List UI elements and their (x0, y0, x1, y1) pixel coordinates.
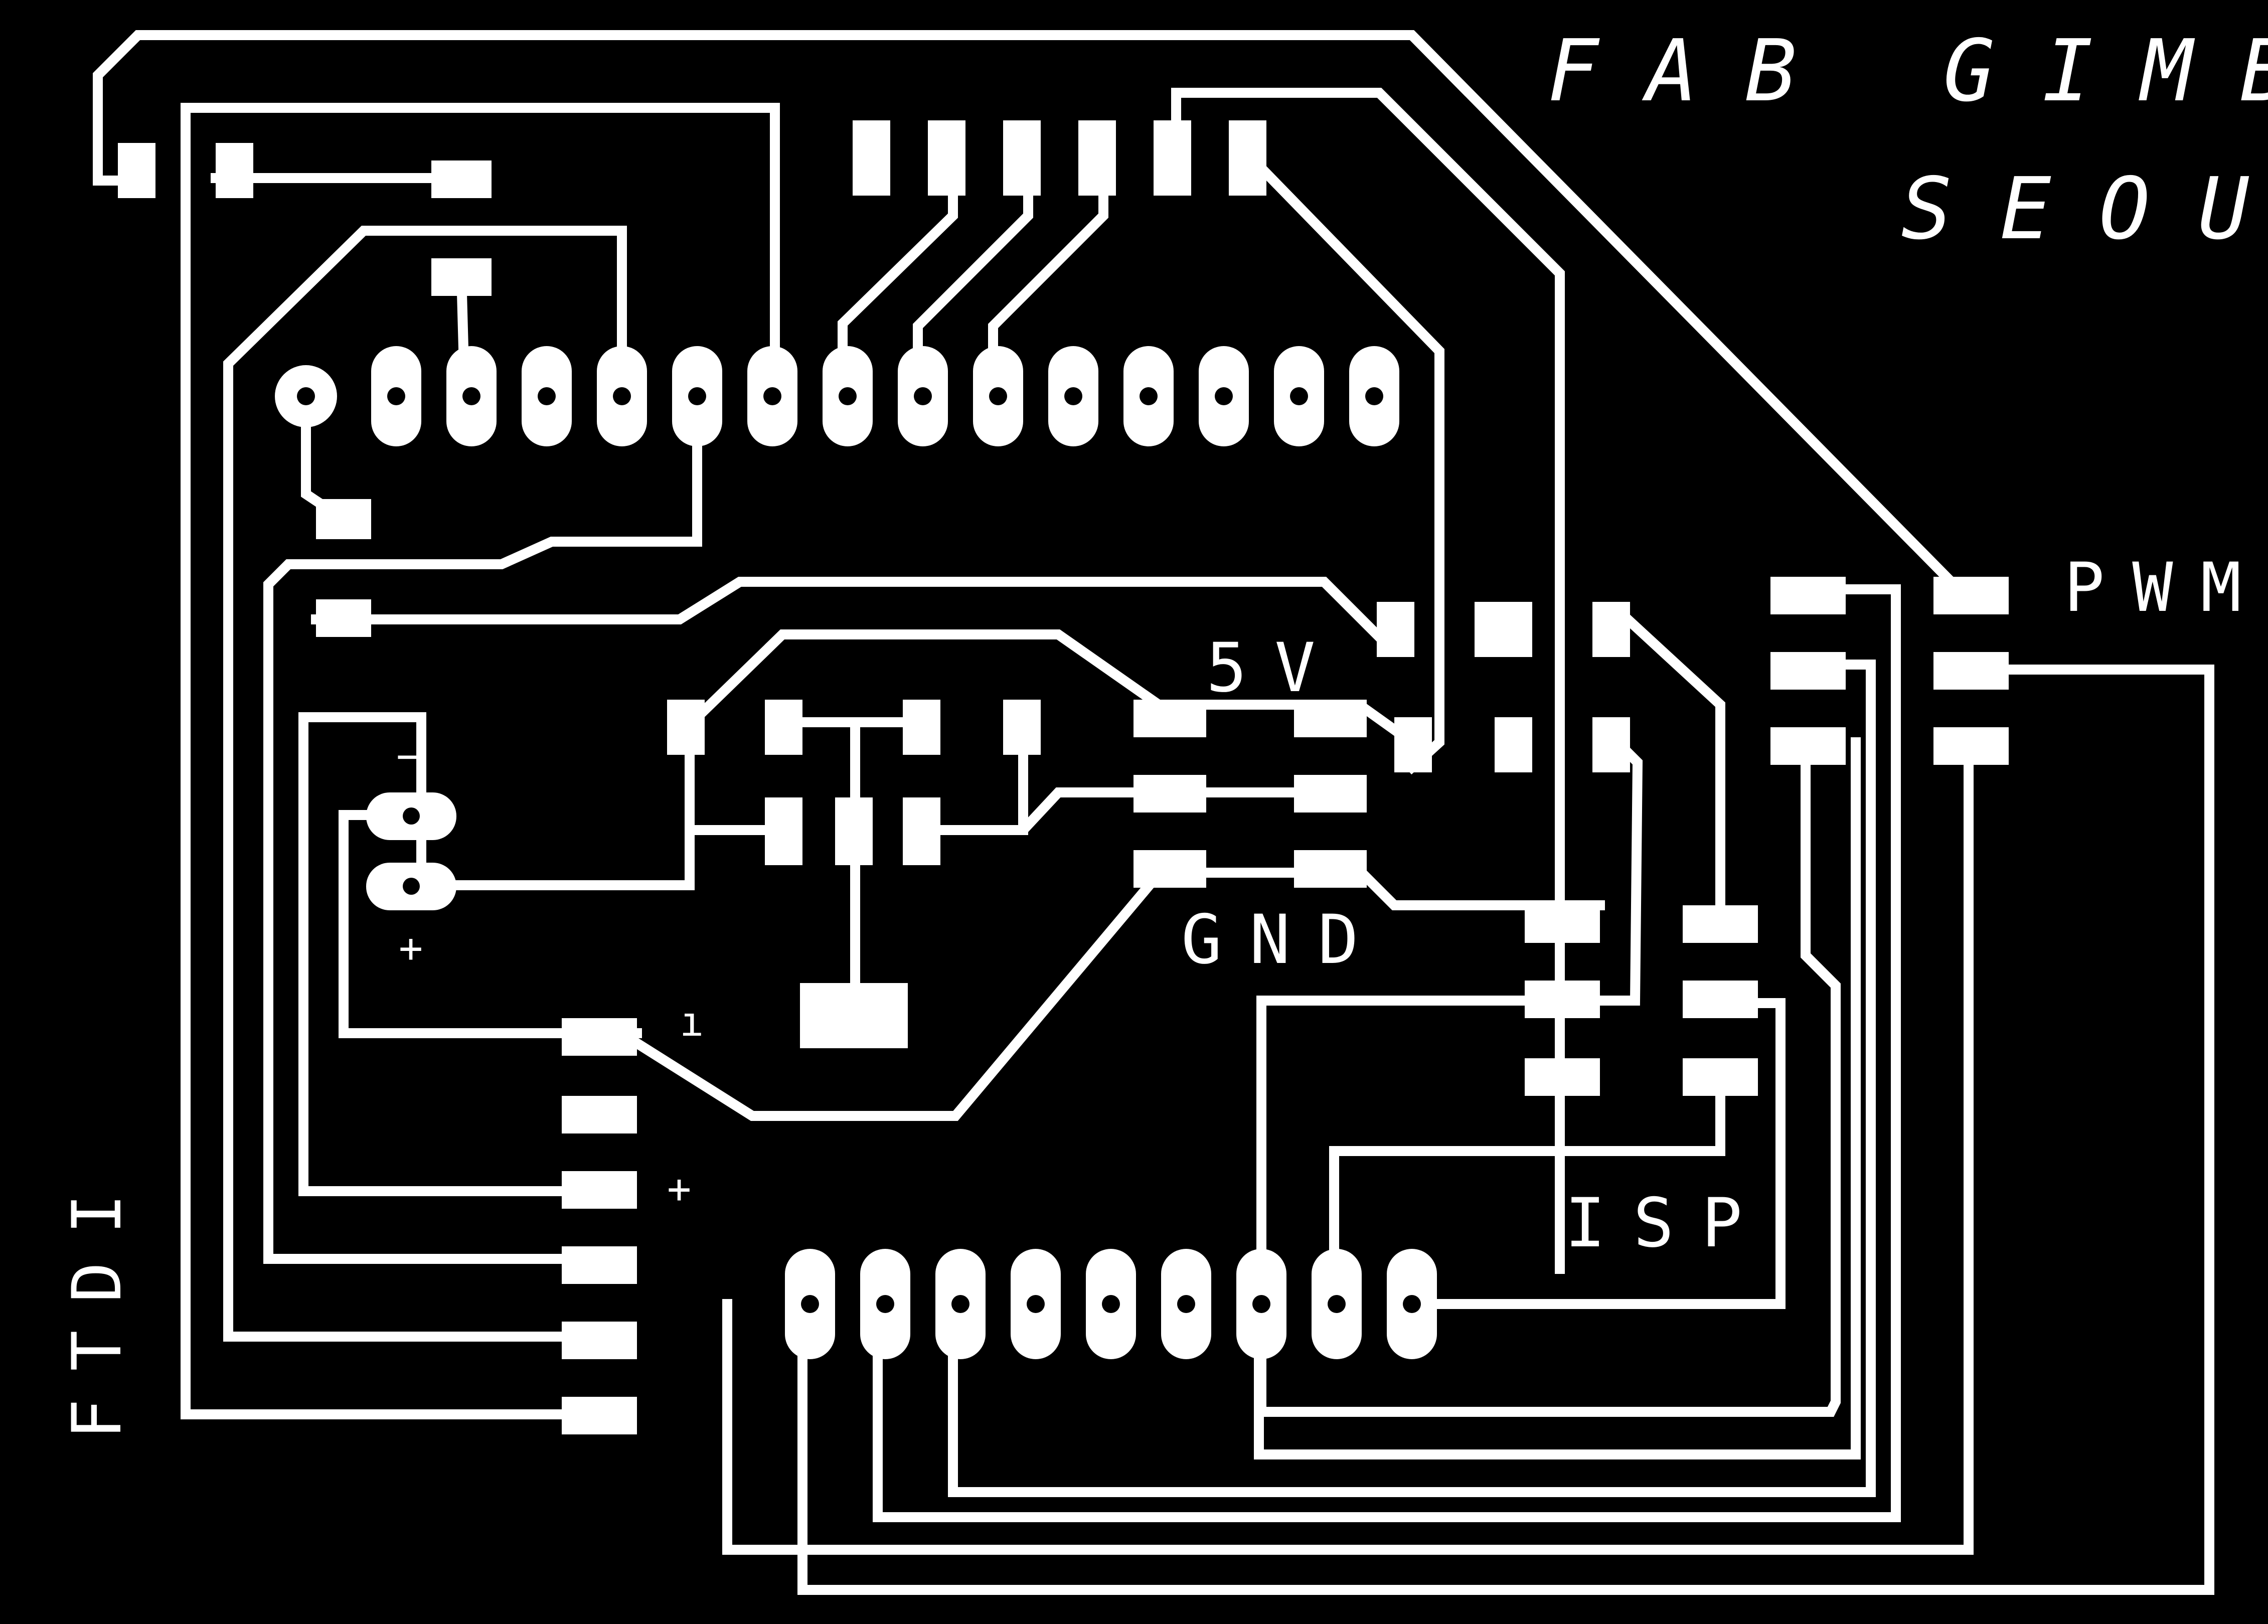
isp-pad-4 (1683, 981, 1758, 1018)
pad-reg-e (835, 797, 873, 865)
top-pin-oval-hole-14 (1365, 387, 1383, 405)
pwm-pad-6 (1933, 727, 2009, 765)
isp-pad-6 (1683, 1058, 1758, 1096)
bottom-pin-headers (785, 1249, 1437, 1359)
top-pin-oval-hole-11 (1140, 387, 1158, 405)
top-pin-oval-hole-12 (1215, 387, 1233, 405)
top-pin-oval-hole-2 (462, 387, 480, 405)
pad-reg-d (765, 797, 802, 865)
isp-pad-5 (1525, 1058, 1600, 1096)
battery-minus-label: − (396, 733, 420, 779)
pad-cap-left (316, 599, 371, 637)
pwm-label: PWM (2064, 548, 2268, 627)
bottom-pin-oval-hole-2 (876, 1295, 894, 1313)
pwm-pad-3 (1770, 652, 1846, 690)
ftdi-pad-4 (562, 1246, 637, 1284)
pad-led (316, 499, 371, 539)
top-pin-row (275, 365, 337, 427)
pwm-pad-1 (1770, 577, 1846, 614)
pad-rail-3b (1294, 850, 1367, 888)
pad-reset (431, 258, 492, 296)
bottom-pin-oval-hole-6 (1177, 1295, 1195, 1313)
header-pad-6 (1229, 120, 1266, 196)
bottom-pin-oval-hole-9 (1403, 1295, 1421, 1313)
header-pad-3 (1003, 120, 1041, 196)
pwm-pad-4 (1933, 652, 2009, 690)
bottom-pin-oval-hole-3 (951, 1295, 969, 1313)
ftdi-plus-label: + (667, 1166, 691, 1212)
pad-reg-c (1003, 700, 1041, 755)
ftdi-pad-5 (562, 1322, 637, 1359)
smd-pads (118, 120, 2009, 1434)
header-pad-2 (928, 120, 965, 196)
pad-switch-a (216, 143, 253, 198)
ftdi-pad-6 (562, 1397, 637, 1434)
isp-label: ISP (1565, 1184, 1770, 1262)
ftdi-pin1-label: ı (680, 999, 704, 1045)
pad-res-6 (1592, 717, 1630, 772)
top-pin-headers (371, 346, 1399, 446)
pad-rail-2b (1294, 775, 1367, 813)
top-pin-oval-hole-3 (538, 387, 556, 405)
ftdi-pad-3 (562, 1171, 637, 1209)
pad-rail-3a (1133, 850, 1206, 888)
top-pin-oval-hole-8 (914, 387, 932, 405)
top-pin-oval-hole-6 (763, 387, 781, 405)
pad-reg-tab (800, 983, 908, 1048)
ftdi-pad-1 (562, 1018, 637, 1056)
pad-top-left (118, 143, 155, 198)
pad-res-3 (1592, 602, 1630, 657)
isp-pad-1 (1525, 905, 1600, 943)
board-subtitle: SEOUL (1901, 159, 2268, 259)
5v-label: 5V (1206, 628, 1343, 707)
board-title: FAB GIMBAL (1547, 22, 2268, 121)
bottom-pin-oval-hole-7 (1252, 1295, 1270, 1313)
pad-switch-b (431, 160, 492, 198)
top-pin-oval-hole-13 (1290, 387, 1308, 405)
pad-reg-a (765, 700, 802, 755)
bottom-pin-oval-hole-8 (1328, 1295, 1346, 1313)
pad-res-4 (1394, 717, 1432, 772)
bottom-pin-oval-hole-1 (801, 1295, 819, 1313)
top-pin-oval-hole-7 (839, 387, 857, 405)
isp-pad-3 (1525, 981, 1600, 1018)
top-pin-oval-hole-5 (688, 387, 706, 405)
pad-res-2 (1475, 602, 1532, 657)
gnd-label: GND (1181, 900, 1386, 979)
pad-res-1 (1377, 602, 1414, 657)
header-pad-1 (853, 120, 890, 196)
bottom-pin-oval-hole-5 (1102, 1295, 1120, 1313)
bottom-pin-oval-hole-4 (1027, 1295, 1045, 1313)
pwm-pad-2 (1933, 577, 2009, 614)
pad-reg-in (667, 700, 705, 755)
ftdi-pad-2 (562, 1096, 637, 1133)
pad-reg-b (903, 700, 940, 755)
header-pad-5 (1154, 120, 1191, 196)
pad-res-5 (1495, 717, 1532, 772)
top-pin-oval-hole-4 (613, 387, 631, 405)
top-pin-oval-hole-9 (989, 387, 1007, 405)
header-pad-4 (1078, 120, 1116, 196)
battery-plus-label: + (399, 925, 423, 971)
copper-traces (93, 30, 2214, 1595)
pad-rail-1a (1133, 700, 1206, 737)
top-pin-oval-hole-10 (1064, 387, 1082, 405)
pad-reg-f (903, 797, 940, 865)
top-pin-oval-hole-1 (387, 387, 405, 405)
pad-rail-2a (1133, 775, 1206, 813)
pwm-pad-5 (1770, 727, 1846, 765)
isp-pad-2 (1683, 905, 1758, 943)
ftdi-label: FTDI (58, 1166, 136, 1439)
battery-connector (366, 792, 456, 910)
pad-rail-1b (1294, 700, 1367, 737)
